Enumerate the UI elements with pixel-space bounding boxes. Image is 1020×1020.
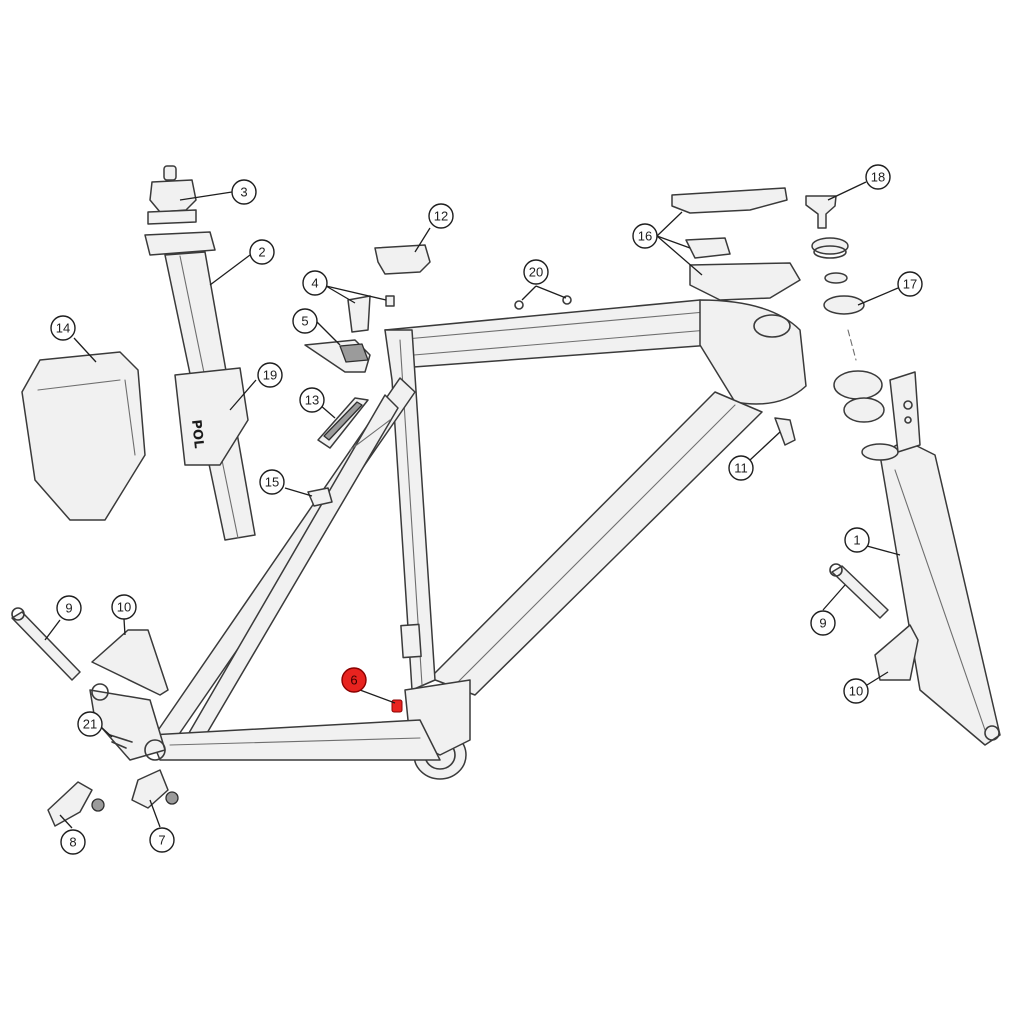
hanger-bracket-rear <box>91 629 169 696</box>
svg-text:10: 10 <box>117 600 131 615</box>
hanger-bracket-front <box>874 624 919 681</box>
brake-mount <box>307 487 333 507</box>
callout-3: 3 <box>231 179 257 205</box>
callout-10-front: 10 <box>843 678 869 704</box>
svg-text:21: 21 <box>83 717 97 732</box>
derailleur-hanger-7 <box>131 769 179 809</box>
callout-10-rear: 10 <box>111 594 137 620</box>
seat-post: POL <box>144 231 256 541</box>
svg-text:1: 1 <box>853 533 860 548</box>
leader-lines <box>44 181 901 829</box>
thru-axle-rear <box>11 607 81 681</box>
top-cover <box>374 244 431 275</box>
svg-text:5: 5 <box>301 314 308 329</box>
callout-6: 6 <box>341 667 367 693</box>
callout-4: 4 <box>302 270 328 296</box>
callout-12: 12 <box>428 203 454 229</box>
callout-20: 20 <box>523 259 549 285</box>
callout-2: 2 <box>249 239 275 265</box>
callout-21: 21 <box>77 711 103 737</box>
svg-text:8: 8 <box>69 835 76 850</box>
svg-text:2: 2 <box>258 245 265 260</box>
cable-guide <box>347 295 395 333</box>
svg-text:9: 9 <box>65 601 72 616</box>
callout-19: 19 <box>257 362 283 388</box>
callout-9-rear: 9 <box>56 595 82 621</box>
thru-axle-front <box>829 563 889 619</box>
svg-text:17: 17 <box>903 277 917 292</box>
callout-8: 8 <box>60 829 86 855</box>
callout-9-front: 9 <box>810 610 836 636</box>
stem-parts <box>671 187 801 301</box>
cable-clip <box>774 417 796 446</box>
frame-box <box>21 351 146 521</box>
seatpost-logo: POL <box>188 419 206 449</box>
bike-frame <box>89 299 807 780</box>
callout-17: 17 <box>897 271 923 297</box>
svg-text:16: 16 <box>638 229 652 244</box>
svg-text:7: 7 <box>158 833 165 848</box>
bolts-21 <box>109 734 133 749</box>
frame-protector <box>317 397 369 449</box>
svg-text:9: 9 <box>819 616 826 631</box>
callout-13: 13 <box>299 387 325 413</box>
svg-text:6: 6 <box>350 673 357 688</box>
callout-18: 18 <box>865 164 891 190</box>
svg-text:18: 18 <box>871 170 885 185</box>
svg-text:20: 20 <box>529 265 543 280</box>
bolts <box>514 295 572 310</box>
svg-text:14: 14 <box>56 321 70 336</box>
callout-16: 16 <box>632 223 658 249</box>
svg-text:15: 15 <box>265 475 279 490</box>
seat-clamp <box>147 165 197 225</box>
fork <box>861 371 1001 746</box>
callout-5: 5 <box>292 308 318 334</box>
derailleur-hanger-8 <box>47 781 105 827</box>
svg-text:10: 10 <box>849 684 863 699</box>
svg-text:19: 19 <box>263 368 277 383</box>
callout-11: 11 <box>728 455 754 481</box>
svg-text:11: 11 <box>734 461 748 476</box>
svg-text:12: 12 <box>434 209 448 224</box>
callout-15: 15 <box>259 469 285 495</box>
headset-stack <box>805 195 885 423</box>
svg-text:13: 13 <box>305 393 319 408</box>
callout-14: 14 <box>50 315 76 341</box>
callout-1: 1 <box>844 527 870 553</box>
callout-7: 7 <box>149 827 175 853</box>
svg-text:4: 4 <box>311 276 318 291</box>
svg-text:3: 3 <box>240 185 247 200</box>
port-cover <box>304 339 371 373</box>
